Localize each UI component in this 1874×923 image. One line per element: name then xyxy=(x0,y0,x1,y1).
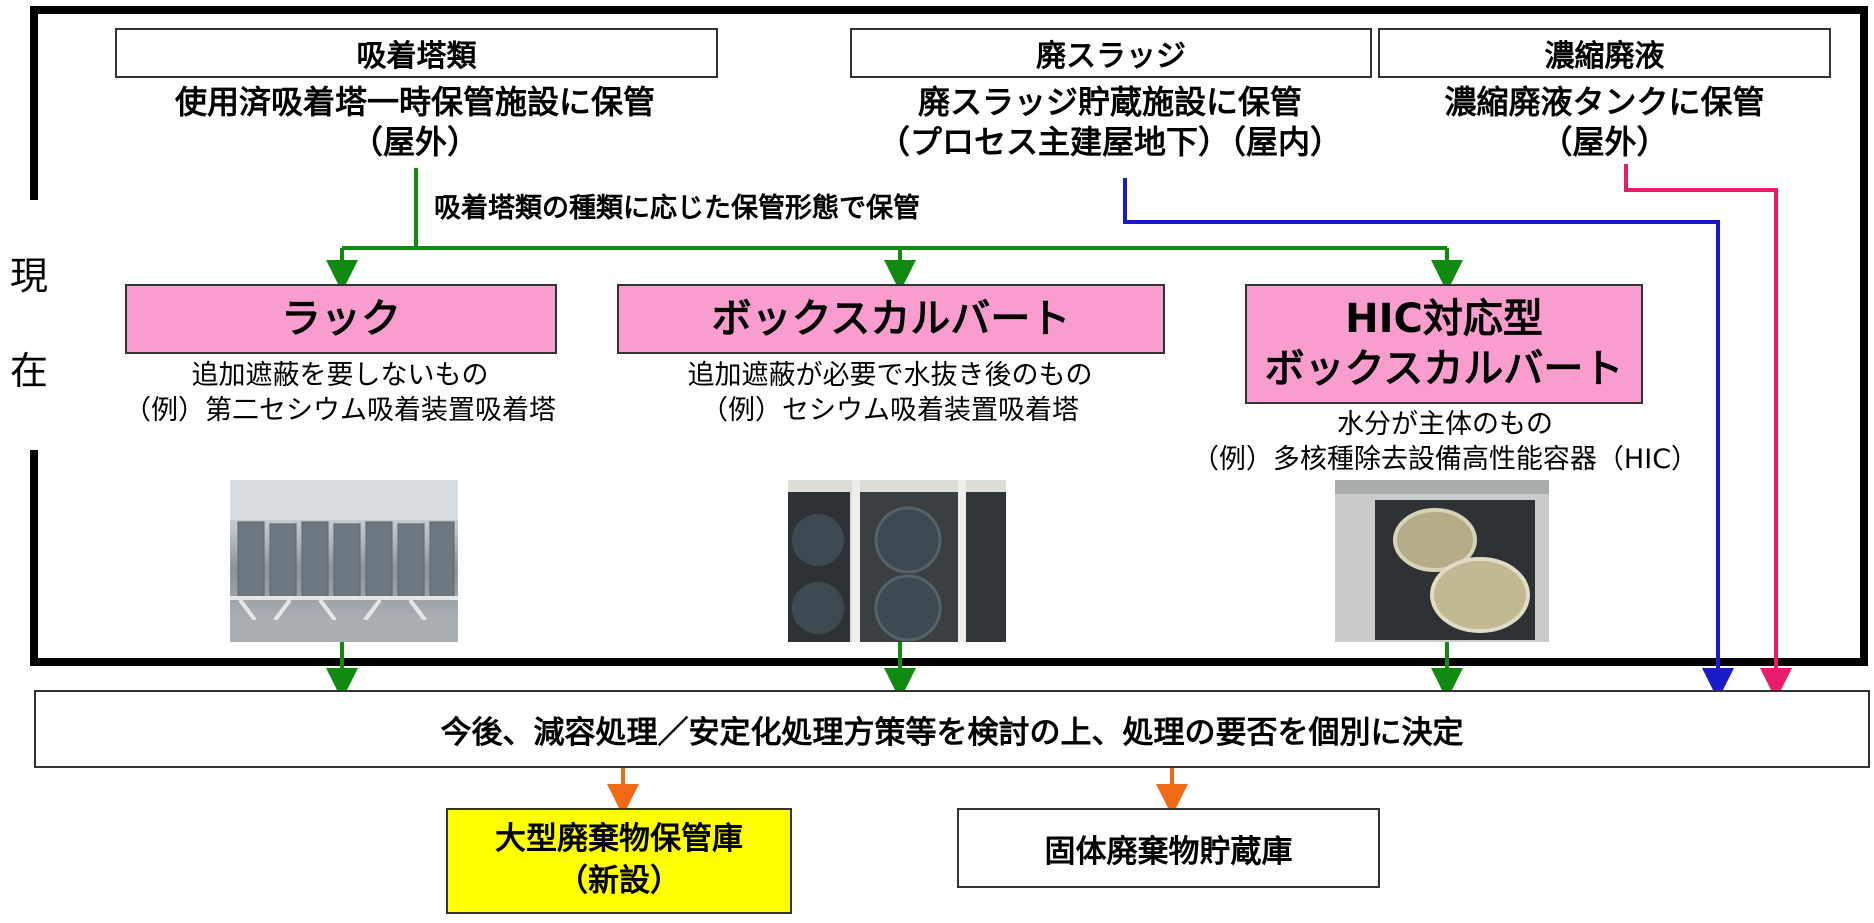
hic-box-culvert-box: HIC対応型 ボックスカルバート xyxy=(1245,284,1643,404)
hic-description: 水分が主体のもの （例）多核種除去設備高性能容器（HIC） xyxy=(1160,407,1730,477)
orange-connectors xyxy=(607,768,1188,816)
sludge-storage-text: 廃スラッジ貯蔵施設に保管 （プロセス主建屋地下）（屋内） xyxy=(840,82,1380,162)
present-frame xyxy=(30,6,1868,666)
concentrate-title-box: 濃縮廃液 xyxy=(1378,28,1831,78)
box-culvert-desc2: （例）セシウム吸着装置吸着塔 xyxy=(701,395,1079,427)
rack-photo xyxy=(230,480,458,642)
rack-desc1: 追加遮蔽を要しないもの xyxy=(191,360,489,391)
decision-box: 今後、減容処理／安定化処理方策等を検討の上、処理の要否を個別に決定 xyxy=(34,690,1870,768)
blue-connector xyxy=(1123,178,1734,700)
box-culvert-desc1: 追加遮蔽が必要で水抜き後のもの xyxy=(687,360,1093,391)
rack-label: ラック xyxy=(281,296,401,342)
solid-storage-box: 固体廃棄物貯蔵庫 xyxy=(957,808,1380,888)
large-storage-box: 大型廃棄物保管庫 （新設） xyxy=(446,808,792,914)
adsorption-storage-text: 使用済吸着塔一時保管施設に保管 （屋外） xyxy=(100,82,730,162)
hic-label-line1: HIC対応型 xyxy=(1345,296,1543,342)
rack-description: 追加遮蔽を要しないもの （例）第二セシウム吸着装置吸着塔 xyxy=(80,358,600,428)
concentrate-line2: （屋外） xyxy=(1540,123,1669,161)
hic-desc2: （例）多核種除去設備高性能容器（HIC） xyxy=(1191,444,1699,476)
large-storage-line2: （新設） xyxy=(557,863,681,899)
present-label-2: 在 xyxy=(10,349,49,393)
solid-storage-label: 固体廃棄物貯蔵庫 xyxy=(1044,833,1293,870)
branch-note: 吸着塔類の種類に応じた保管形態で保管 xyxy=(434,193,920,224)
box-culvert-description: 追加遮蔽が必要で水抜き後のもの （例）セシウム吸着装置吸着塔 xyxy=(620,358,1160,428)
sludge-title: 廃スラッジ xyxy=(1036,39,1186,74)
rack-box: ラック xyxy=(125,284,557,354)
box-culvert-box: ボックスカルバート xyxy=(617,284,1165,354)
sludge-line2: （プロセス主建屋地下）（屋内） xyxy=(877,123,1342,161)
adsorption-title: 吸着塔類 xyxy=(356,39,477,74)
adsorption-line1: 使用済吸着塔一時保管施設に保管 xyxy=(174,83,655,121)
sludge-title-box: 廃スラッジ xyxy=(850,28,1372,78)
decision-text: 今後、減容処理／安定化処理方策等を検討の上、処理の要否を個別に決定 xyxy=(440,714,1464,751)
hic-desc1: 水分が主体のもの xyxy=(1337,409,1553,440)
rack-desc2: （例）第二セシウム吸着装置吸着塔 xyxy=(124,395,556,427)
box-culvert-photo xyxy=(788,480,1006,642)
sludge-line1: 廃スラッジ貯蔵施設に保管 xyxy=(917,83,1302,121)
large-storage-line1: 大型廃棄物保管庫 xyxy=(495,821,743,858)
concentrate-title: 濃縮廃液 xyxy=(1544,39,1665,74)
adsorption-line2: （屋外） xyxy=(350,123,479,161)
concentrate-storage-text: 濃縮廃液タンクに保管 （屋外） xyxy=(1378,82,1831,162)
hic-label-line2: ボックスカルバート xyxy=(1264,346,1624,392)
hic-photo xyxy=(1335,480,1549,642)
magenta-connector xyxy=(1624,164,1792,700)
green-connectors xyxy=(326,168,1463,700)
adsorption-title-box: 吸着塔類 xyxy=(115,28,718,78)
concentrate-line1: 濃縮廃液タンクに保管 xyxy=(1444,83,1765,121)
present-label-1: 現 xyxy=(10,254,49,298)
box-culvert-label: ボックスカルバート xyxy=(711,296,1071,342)
